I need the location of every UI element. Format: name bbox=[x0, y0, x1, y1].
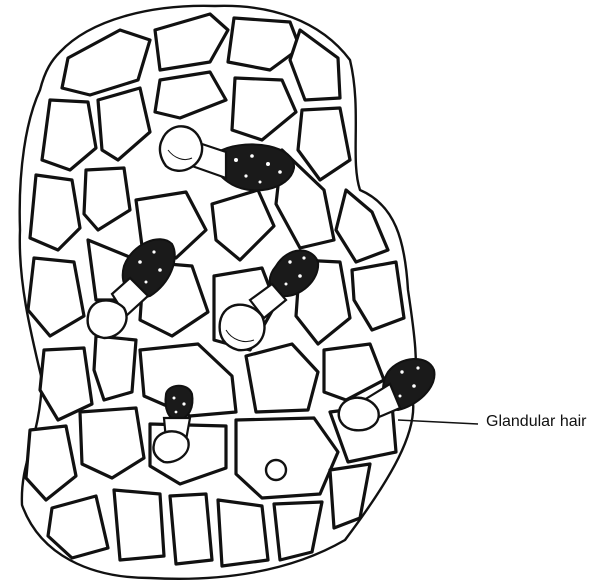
epidermal-cell bbox=[114, 490, 164, 560]
epidermal-cell bbox=[236, 418, 338, 498]
stomatal-pore bbox=[266, 460, 286, 480]
glandular-hair-label: Glandular hair bbox=[486, 413, 587, 431]
epidermal-cell bbox=[170, 494, 212, 564]
epidermal-cell bbox=[330, 464, 370, 528]
epidermal-cell bbox=[218, 500, 268, 566]
epidermal-cell bbox=[94, 336, 136, 400]
